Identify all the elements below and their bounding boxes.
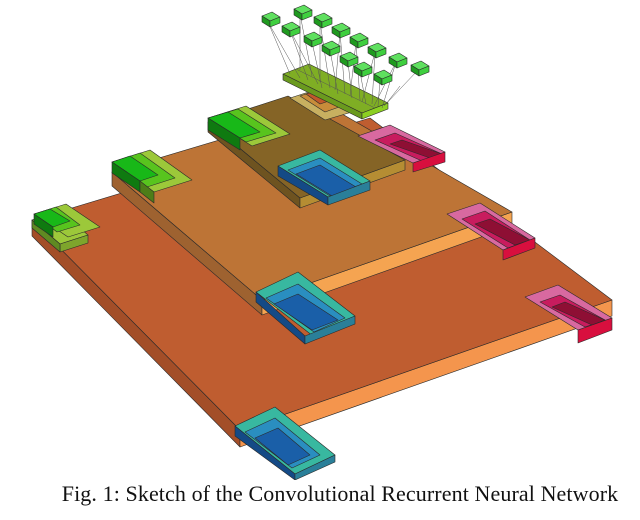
green-corner-block-1 [31,203,101,253]
figure-caption: Fig. 1: Sketch of the Convolutional Recu… [61,481,619,506]
blue-corner-block-1 [234,406,336,481]
blue-corner-block-2 [255,271,356,345]
recurrent-layer-bar [282,63,389,120]
red-corner-block-3 [357,124,446,173]
connection-lines [267,13,419,109]
cnn-rnn-sketch [31,4,613,481]
green-corner-block-3 [207,105,291,151]
green-corner-block-2 [111,149,193,204]
output-units [261,4,430,86]
red-corner-block-2 [446,202,536,261]
blue-corner-block-3 [277,149,371,206]
red-corner-block-1 [524,284,613,344]
